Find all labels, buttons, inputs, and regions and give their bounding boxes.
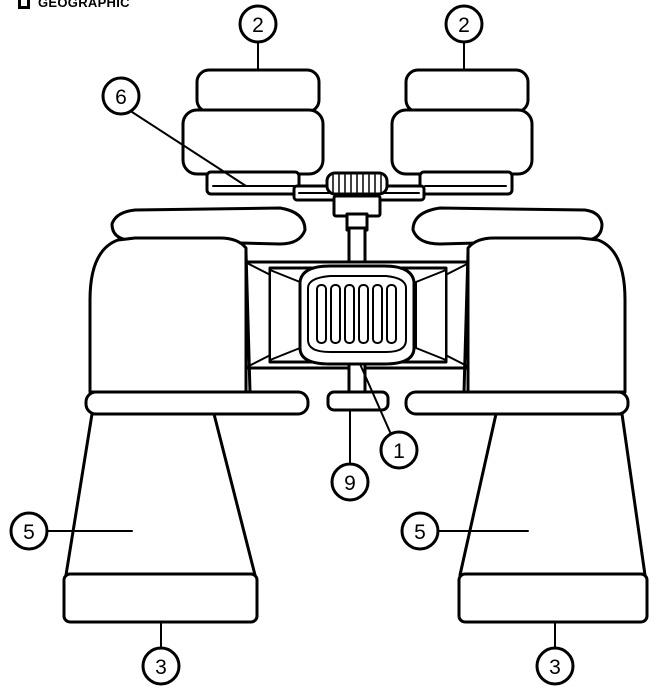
hinge-bridge	[292, 171, 426, 270]
svg-text:2: 2	[458, 14, 470, 37]
leader-lines	[46, 41, 556, 651]
focus-wheel	[298, 264, 416, 396]
callout-6: 6	[101, 76, 141, 116]
callout-9: 9	[330, 462, 370, 502]
callout-2-left: 2	[238, 4, 278, 44]
callout-5-right: 5	[400, 511, 440, 551]
svg-text:9: 9	[344, 472, 356, 495]
callout-3-left: 3	[141, 646, 181, 686]
right-collar	[404, 390, 630, 416]
left-barrel	[62, 412, 259, 624]
callout-2-right: 2	[444, 4, 484, 44]
svg-text:5: 5	[414, 521, 426, 544]
left-eyecup	[181, 68, 325, 196]
tripod-socket	[326, 390, 390, 412]
svg-text:1: 1	[393, 440, 405, 463]
brand-logo: GEOGRAPHIC	[0, 0, 130, 10]
callout-3-right: 3	[535, 646, 575, 686]
svg-text:5: 5	[23, 521, 35, 544]
svg-text:2: 2	[252, 14, 264, 37]
brand-text: GEOGRAPHIC	[38, 0, 130, 10]
right-barrel	[457, 412, 649, 624]
left-collar	[84, 390, 310, 416]
right-body	[462, 236, 627, 394]
svg-text:3: 3	[155, 656, 167, 679]
left-body	[88, 236, 252, 394]
svg-text:3: 3	[549, 656, 561, 679]
right-eyecup	[390, 68, 534, 196]
logo-frame-icon	[18, 0, 30, 9]
svg-text:6: 6	[115, 86, 127, 109]
callout-1: 1	[379, 430, 419, 470]
callout-5-left: 5	[9, 511, 49, 551]
